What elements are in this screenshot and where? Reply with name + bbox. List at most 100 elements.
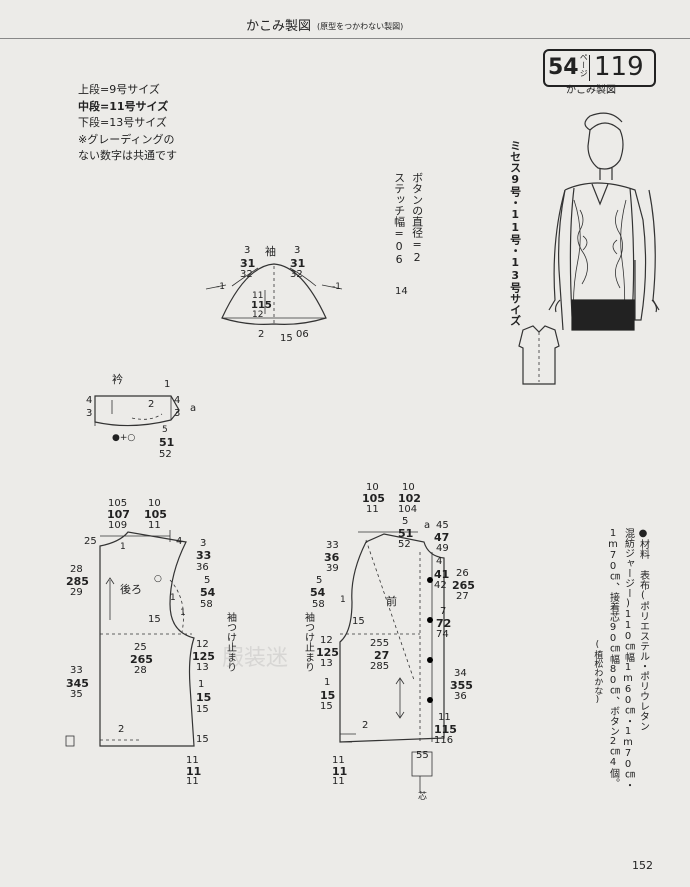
back-n3: 3 <box>200 538 207 549</box>
back-b11b: 11 <box>186 765 202 778</box>
back-n1b: 1 <box>170 593 176 603</box>
legend-line-4: ※グレーディングの <box>78 132 175 146</box>
front-n47: 47 <box>434 531 450 544</box>
back-b11: 11 <box>186 755 199 766</box>
collar-n3l: 3 <box>86 408 93 419</box>
watermark: 服装迷 <box>222 646 289 671</box>
front-n42: 42 <box>434 580 447 591</box>
front-n27b: 27 <box>374 649 390 662</box>
back-n12: 12 <box>196 639 209 650</box>
front-n52: 52 <box>398 539 411 550</box>
front-top102: 102 <box>398 492 421 505</box>
back-circle: ○ <box>154 574 162 584</box>
front-pattern <box>339 531 445 792</box>
legend-line-2: 中段=11号サイズ <box>78 99 169 113</box>
front-n11: 11 <box>438 712 451 723</box>
header-title: かこみ製図 <box>246 19 312 34</box>
back-n125: 125 <box>192 650 215 663</box>
back-left29: 29 <box>70 587 83 598</box>
front-n355: 355 <box>450 679 473 692</box>
button-note-line-3: 14 <box>395 286 408 297</box>
sleeve-pattern <box>205 263 343 325</box>
collar-n51: 51 <box>159 436 175 449</box>
back-n1c: 1 <box>180 608 186 618</box>
front-n13: 13 <box>320 658 333 669</box>
sleeve-l31: 31 <box>240 257 256 270</box>
collar-mark: ●+○ <box>112 433 136 443</box>
legend-line-5: ない数字は共通です <box>78 149 177 162</box>
front-n34: 34 <box>454 668 467 679</box>
button-note-line-2: ステッチ幅=06 <box>392 172 406 266</box>
materials-line-2: 混紡ジャージー)110㎝幅1m60㎝・1m70㎝・ <box>622 528 634 790</box>
collar-n4l: 4 <box>86 395 93 406</box>
model-illustration <box>548 112 660 331</box>
sleeve-minus1a: -1 <box>216 282 225 292</box>
front-n39: 39 <box>326 563 339 574</box>
sleeve-b15: 15 <box>280 333 293 344</box>
materials-line-3: 1m70㎝、接着芯90㎝幅80㎝、ボタン2㎝4個。 <box>607 528 619 788</box>
front-n33: 33 <box>326 540 339 551</box>
front-n36b: 36 <box>454 691 467 702</box>
header-rule <box>0 38 690 39</box>
back-n33: 33 <box>196 549 212 562</box>
back-top10: 10 <box>148 498 161 509</box>
badge-page-label: ページ <box>579 53 589 77</box>
back-left285: 285 <box>66 575 89 588</box>
button-note-line-1: ボタンの直径=2 <box>410 172 424 264</box>
materials-line-4: (植松わかな) <box>592 640 603 705</box>
front-n72: 72 <box>436 617 452 630</box>
back-n4: 4 <box>176 536 183 547</box>
collar-label: 衿 <box>112 373 123 386</box>
front-b11: 11 <box>332 755 345 766</box>
front-n116: 116 <box>434 735 454 746</box>
front-b11b: 11 <box>332 765 348 778</box>
collar-a: a <box>190 403 197 414</box>
front-n55: 55 <box>416 750 429 761</box>
front-n125: 125 <box>316 646 339 659</box>
front-top105: 105 <box>362 492 385 505</box>
back-n25b: 25 <box>134 642 147 653</box>
legend-line-1: 上段=9号サイズ <box>78 83 160 96</box>
sleeve-h11: 11 <box>252 291 264 301</box>
front-n12: 12 <box>320 635 333 646</box>
front-n15: 15 <box>352 616 365 627</box>
front-n51: 51 <box>398 527 414 540</box>
front-n15c: 15 <box>320 701 333 712</box>
sleeve-b06: 06 <box>296 329 309 340</box>
front-n2: 2 <box>362 720 369 731</box>
back-n28: 28 <box>134 665 147 676</box>
collar-n3r: 3 <box>174 408 181 419</box>
front-n115: 115 <box>434 723 457 736</box>
back-n15c: 15 <box>196 704 209 715</box>
sleeve-r32: 32 <box>290 269 303 280</box>
back-n265: 265 <box>130 653 153 666</box>
front-top10: 10 <box>366 482 379 493</box>
front-top10b: 10 <box>402 482 415 493</box>
collar-pattern <box>94 395 180 427</box>
vest-sketch <box>518 325 560 385</box>
sleeve-l32: 32 <box>240 269 253 280</box>
back-top105: 105 <box>108 498 128 509</box>
back-left345: 345 <box>66 677 89 690</box>
front-n7: 7 <box>440 606 447 617</box>
back-n54: 54 <box>200 586 216 599</box>
back-sleeve-end: 袖つけ止まり <box>224 612 236 672</box>
collar-n4r: 4 <box>174 395 181 406</box>
collar-n5: 5 <box>162 425 168 435</box>
front-top104: 104 <box>398 504 418 515</box>
front-facing: 芯 <box>418 792 428 802</box>
badge-divider <box>589 55 590 81</box>
back-top107: 107 <box>107 508 130 521</box>
back-left35: 35 <box>70 689 83 700</box>
front-label: 前 <box>386 595 397 608</box>
front-n1b: 1 <box>324 677 331 688</box>
sleeve-r3: 3 <box>294 245 301 256</box>
front-n15b: 15 <box>320 689 336 702</box>
sleeve-h12: 12 <box>252 310 264 320</box>
front-n45: 45 <box>436 520 449 531</box>
back-n1d: 1 <box>198 679 205 690</box>
badge-num2: 119 <box>594 52 644 82</box>
sleeve-l3: 3 <box>244 245 251 256</box>
front-n54: 54 <box>310 586 326 599</box>
